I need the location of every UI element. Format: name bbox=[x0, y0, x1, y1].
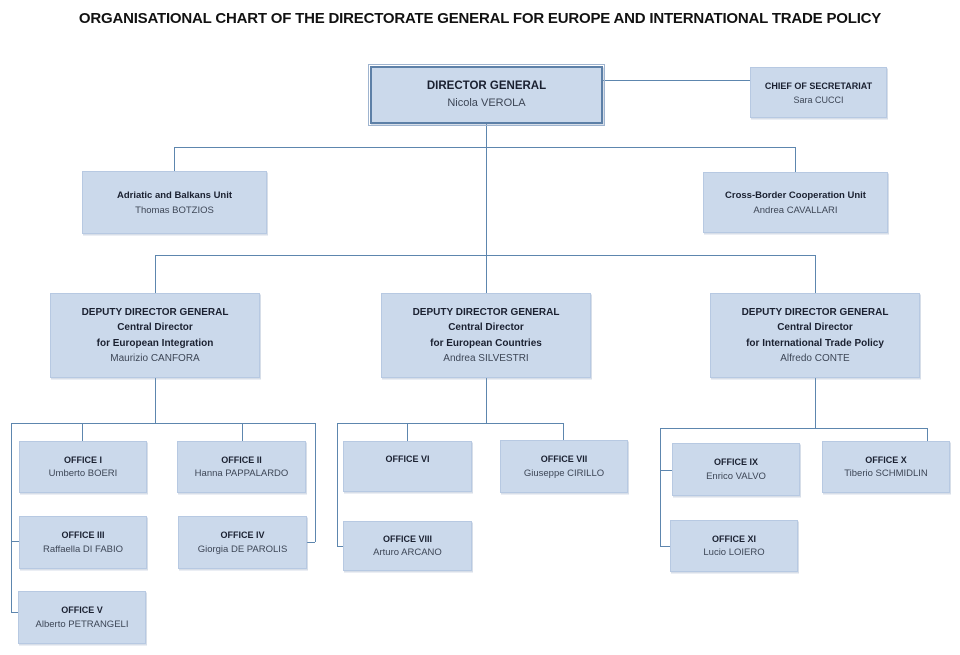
node-director-general: DIRECTOR GENERAL Nicola VEROLA bbox=[368, 64, 605, 126]
connector-line bbox=[337, 546, 343, 547]
node-office-4: OFFICE IV Giorgia DE PAROLIS bbox=[178, 516, 307, 569]
node-cross-border-cooperation-unit: Cross-Border Cooperation Unit Andrea CAV… bbox=[703, 172, 888, 233]
node-title: OFFICE IX bbox=[713, 457, 758, 467]
connector-line bbox=[815, 255, 816, 293]
node-title: OFFICE III bbox=[61, 530, 105, 540]
connector-line bbox=[660, 470, 672, 471]
person-name: Andrea SILVESTRI bbox=[443, 353, 529, 364]
node-subtitle: for European Countries bbox=[430, 337, 542, 349]
node-title: Adriatic and Balkans Unit bbox=[116, 189, 233, 201]
person-name: Alberto PETRANGELI bbox=[35, 618, 129, 630]
node-office-10: OFFICE X Tiberio SCHMIDLIN bbox=[822, 441, 950, 493]
node-office-8: OFFICE VIII Arturo ARCANO bbox=[343, 521, 472, 571]
connector-line bbox=[337, 423, 563, 424]
connector-line bbox=[11, 423, 12, 612]
person-name: Enrico VALVO bbox=[706, 470, 766, 482]
node-subtitle: for International Trade Policy bbox=[746, 337, 884, 349]
node-office-6: OFFICE VI bbox=[343, 441, 472, 492]
connector-line bbox=[563, 423, 564, 440]
connector-line bbox=[155, 255, 815, 256]
person-name: Maurizio CANFORA bbox=[110, 353, 200, 364]
connector-line bbox=[603, 80, 750, 81]
node-title: OFFICE XI bbox=[711, 533, 756, 544]
node-title: OFFICE X bbox=[865, 454, 907, 465]
node-title: OFFICE VII bbox=[540, 454, 588, 464]
node-title: DEPUTY DIRECTOR GENERAL bbox=[412, 306, 560, 318]
connector-line bbox=[11, 541, 19, 542]
connector-line bbox=[307, 542, 315, 543]
connector-line bbox=[11, 612, 18, 613]
node-title: DIRECTOR GENERAL bbox=[426, 80, 547, 92]
node-title: OFFICE IV bbox=[220, 530, 265, 540]
connector-line bbox=[315, 423, 316, 542]
node-title: OFFICE II bbox=[221, 454, 262, 465]
node-subtitle: Central Director bbox=[448, 322, 524, 333]
connector-line bbox=[174, 147, 175, 171]
connector-line bbox=[486, 378, 487, 423]
connector-line bbox=[486, 124, 487, 293]
node-chief-of-secretariat: CHIEF OF SECRETARIAT Sara CUCCI bbox=[750, 67, 887, 118]
person-name: Umberto BOERI bbox=[48, 468, 118, 479]
person-name: Alfredo CONTE bbox=[780, 353, 850, 364]
connector-line bbox=[155, 255, 156, 293]
node-deputy-european-integration: DEPUTY DIRECTOR GENERAL Central Director… bbox=[50, 293, 260, 378]
node-adriatic-balkans-unit: Adriatic and Balkans Unit Thomas BOTZIOS bbox=[82, 171, 267, 234]
node-title: OFFICE VIII bbox=[382, 533, 432, 544]
connector-line bbox=[174, 147, 795, 148]
person-name: Lucio LOIERO bbox=[703, 547, 765, 558]
person-name: Arturo ARCANO bbox=[373, 547, 442, 558]
node-subtitle: Central Director bbox=[117, 322, 193, 333]
connector-line bbox=[660, 428, 661, 546]
node-title: DEPUTY DIRECTOR GENERAL bbox=[81, 306, 229, 318]
connector-line bbox=[337, 423, 338, 546]
chart-title: ORGANISATIONAL CHART OF THE DIRECTORATE … bbox=[78, 10, 882, 27]
connector-line bbox=[660, 428, 927, 429]
connector-line bbox=[407, 423, 408, 441]
node-office-5: OFFICE V Alberto PETRANGELI bbox=[18, 591, 146, 644]
connector-line bbox=[927, 428, 928, 441]
node-office-9: OFFICE IX Enrico VALVO bbox=[672, 443, 800, 496]
node-title: OFFICE I bbox=[64, 454, 102, 465]
person-name: Giuseppe CIRILLO bbox=[523, 467, 605, 479]
node-title: DEPUTY DIRECTOR GENERAL bbox=[741, 306, 889, 318]
connector-line bbox=[82, 423, 83, 441]
connector-line bbox=[795, 147, 796, 172]
connector-line bbox=[11, 423, 315, 424]
node-title: OFFICE V bbox=[61, 605, 103, 615]
node-office-7: OFFICE VII Giuseppe CIRILLO bbox=[500, 440, 628, 493]
person-name: Hanna PAPPALARDO bbox=[194, 468, 289, 479]
node-office-11: OFFICE XI Lucio LOIERO bbox=[670, 520, 798, 572]
person-name: Raffaella DI FABIO bbox=[42, 543, 124, 555]
person-name: Giorgia DE PAROLIS bbox=[197, 543, 288, 555]
person-name: Andrea CAVALLARI bbox=[753, 204, 838, 216]
node-office-2: OFFICE II Hanna PAPPALARDO bbox=[177, 441, 306, 493]
node-title: OFFICE VI bbox=[385, 454, 430, 464]
person-name: Nicola VEROLA bbox=[447, 97, 526, 109]
node-title: Cross-Border Cooperation Unit bbox=[725, 189, 866, 201]
connector-line bbox=[242, 423, 243, 441]
node-deputy-international-trade-policy: DEPUTY DIRECTOR GENERAL Central Director… bbox=[710, 293, 920, 378]
person-name: Thomas BOTZIOS bbox=[135, 204, 214, 216]
node-subtitle: for European Integration bbox=[96, 337, 214, 349]
node-office-3: OFFICE III Raffaella DI FABIO bbox=[19, 516, 147, 569]
person-name: Tiberio SCHMIDLIN bbox=[844, 468, 928, 479]
connector-line bbox=[815, 378, 816, 428]
connector-line bbox=[660, 546, 670, 547]
node-title: CHIEF OF SECRETARIAT bbox=[764, 80, 873, 91]
connector-line bbox=[155, 378, 156, 423]
node-subtitle: Central Director bbox=[777, 322, 853, 333]
person-name: Sara CUCCI bbox=[793, 94, 844, 105]
node-deputy-european-countries: DEPUTY DIRECTOR GENERAL Central Director… bbox=[381, 293, 591, 378]
node-office-1: OFFICE I Umberto BOERI bbox=[19, 441, 147, 493]
